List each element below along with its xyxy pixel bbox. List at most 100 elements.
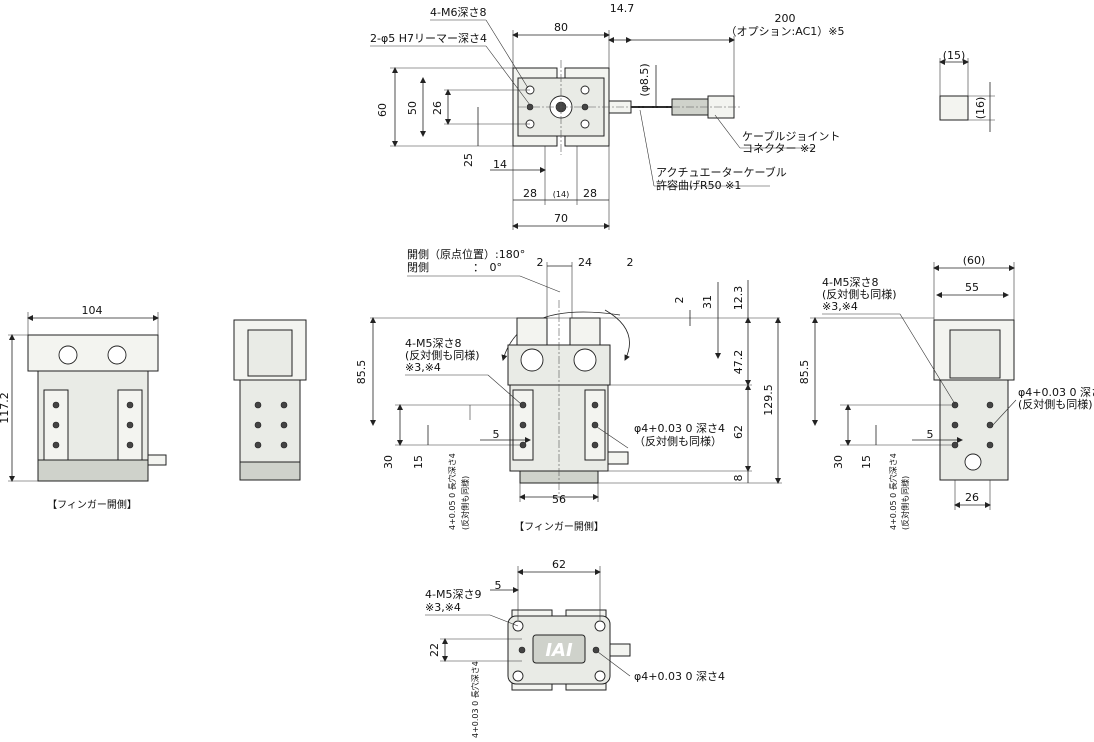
narrow-hole (254, 421, 262, 429)
bottom-corner-hole (594, 670, 606, 682)
front-view: 開側（原点位置）:180° 閉側 ： 0° 2 24 2 2 31 12 (355, 247, 782, 533)
front-m5-line1: 4-M5深さ8 (405, 337, 461, 350)
leader (519, 275, 561, 293)
right-hole (986, 441, 994, 449)
right-slot-note: (反対側も同様) (900, 476, 910, 530)
right-m5-line1: 4-M5深さ8 (822, 276, 878, 289)
dim-104: 104 (82, 304, 103, 317)
leader (899, 313, 956, 405)
narrow-base (239, 461, 301, 481)
actuator-cable-label: アクチュエーターケーブル (656, 165, 787, 179)
leader (487, 374, 522, 405)
dim-phi8-5: (φ8.5) (638, 63, 651, 96)
bottom-logo-plate (532, 634, 586, 664)
front-phi4-line1: φ4+0.03 0 深さ4 (634, 422, 725, 435)
narrow-hole (254, 441, 262, 449)
dim-47-2: 47.2 (732, 350, 745, 375)
dim-14: 14 (493, 158, 507, 171)
narrow-hole (254, 401, 262, 409)
dim-56: 56 (552, 493, 566, 506)
bottom-phi4: φ4+0.03 0 深さ4 (634, 670, 725, 683)
front-m5-line2: (反対側も同様) (405, 348, 480, 362)
left-hole (52, 401, 60, 409)
front-hole (591, 421, 599, 429)
top-hole-3 (580, 85, 590, 95)
right-phi4-line1: φ4+0.03 0 深さ4 (1018, 386, 1094, 399)
bottom-corner-hole (594, 620, 606, 632)
bottom-m5-line2: ※3,※4 (425, 601, 461, 614)
dim-200: 200 (775, 12, 796, 25)
left-view-narrow (233, 319, 307, 481)
right-hole (951, 421, 959, 429)
connector-detail: (15) (16) (939, 49, 995, 132)
bottom-dim-62: 62 (552, 558, 566, 571)
bottom-cable-exit (609, 643, 631, 657)
bottom-corner-hole (512, 670, 524, 682)
left-hole (126, 421, 134, 429)
front-boss-right (573, 348, 597, 372)
front-m5-line3: ※3,※4 (405, 361, 441, 374)
right-connector-hole (964, 453, 982, 471)
dim-15: 15 (412, 455, 425, 469)
narrow-hole (280, 401, 288, 409)
front-boss-left (520, 348, 544, 372)
narrow-hole (280, 421, 288, 429)
dim-26: 26 (431, 101, 444, 115)
dim-16: (16) (974, 97, 987, 120)
leader (639, 109, 655, 187)
left-cable-exit (147, 454, 167, 466)
dim-2-right: 2 (627, 256, 634, 269)
connector-detail-body (939, 95, 969, 121)
right-m5-line3: ※3,※4 (822, 300, 858, 313)
leader (991, 399, 1017, 427)
dim-117-2: 117.2 (0, 392, 11, 424)
dim-14-center: (14) (553, 190, 569, 199)
left-hole (52, 421, 60, 429)
dim-14-7: 14.7 (610, 2, 635, 15)
front-slot: 4+0.05 0 長穴深さ4 (447, 453, 457, 530)
right-dim-60: (60) (963, 254, 986, 267)
dim-28-left: 28 (523, 187, 537, 200)
dim-31: 31 (701, 295, 714, 309)
dim-50: 50 (406, 101, 419, 115)
front-cable-exit (607, 451, 629, 465)
front-slot-note: (反対側も同様) (460, 476, 470, 530)
dim-25: 25 (462, 153, 475, 167)
leader (485, 19, 529, 89)
left-base (37, 459, 149, 482)
bottom-dim-22: 22 (428, 643, 441, 657)
right-dim-15: 15 (860, 455, 873, 469)
dim-70: 70 (554, 212, 568, 225)
bottom-dim-5: 5 (495, 579, 502, 592)
leader (596, 426, 629, 449)
right-dim-26: 26 (965, 491, 979, 504)
right-finger (949, 329, 1001, 379)
bottom-m5-line1: 4-M5深さ9 (425, 588, 481, 601)
dim-85-5: 85.5 (355, 360, 368, 385)
leader (597, 651, 631, 677)
left-hole (52, 441, 60, 449)
iai-logo: IAI (545, 640, 573, 661)
left-view-wide: 104 117.2 【フィンガー開側】 (0, 304, 167, 511)
top-view: 80 14.7 200 （オプション:AC1）※5 4-M6深さ8 2-φ5 H… (370, 2, 844, 230)
front-caption: 【フィンガー開側】 (514, 520, 604, 533)
dim-12-3: 12.3 (732, 286, 745, 311)
dim-5: 5 (493, 428, 500, 441)
rotation-arc-2 (604, 309, 630, 361)
right-phi4-line2: (反対側も同様) (1018, 397, 1093, 411)
dim-62: 62 (732, 425, 745, 439)
dim-15: (15) (943, 49, 966, 62)
dim-8: 8 (732, 475, 745, 482)
right-dim-85-5: 85.5 (798, 360, 811, 385)
front-hole (519, 421, 527, 429)
left-finger-boss-1 (58, 345, 78, 365)
left-top-fingers (27, 334, 159, 372)
left-finger-boss-2 (107, 345, 127, 365)
dim-30: 30 (382, 455, 395, 469)
left-hole (126, 401, 134, 409)
narrow-hole (280, 441, 288, 449)
right-hole (986, 401, 994, 409)
front-phi4-line2: （反対側も同様） (634, 434, 722, 448)
bottom-pin (518, 646, 526, 654)
